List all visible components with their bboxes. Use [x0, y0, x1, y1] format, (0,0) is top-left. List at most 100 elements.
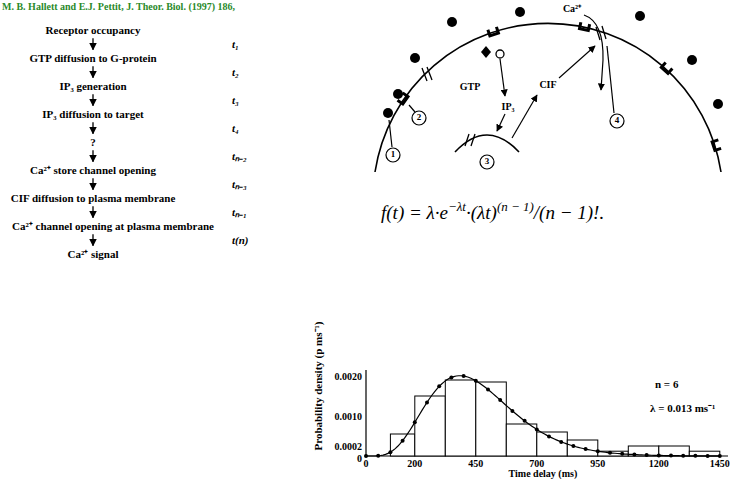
curve-point [498, 398, 502, 402]
delay-symbol: t₃ [232, 94, 239, 106]
curve-point [596, 449, 600, 453]
histogram-bar [445, 380, 476, 456]
curve-point [425, 400, 429, 404]
curve-point [620, 452, 624, 456]
arrow [512, 95, 537, 138]
curve-point [608, 451, 612, 455]
equation-part: −λt [448, 199, 466, 214]
curve-point [657, 453, 661, 457]
curve-point [669, 454, 673, 458]
receptor [710, 138, 721, 152]
ligand [515, 7, 525, 17]
ligand [687, 55, 697, 65]
ligand [410, 53, 420, 63]
delay-symbol: t₁ [232, 38, 239, 50]
histogram-bar [390, 434, 414, 456]
delay-symbol: tₙ₋₃ [232, 178, 247, 190]
callout-number: 2 [417, 113, 422, 123]
step-text: CIF diffusion to plasma membrane [9, 191, 178, 206]
tick-label: 0 [357, 453, 362, 464]
step-label: Ca²⁺ channel opening at plasma membrane [12, 220, 214, 233]
molecule-label: CIF [539, 79, 556, 90]
curve-point [449, 375, 453, 379]
gtp-diamond [481, 46, 491, 58]
curve-point [510, 409, 514, 413]
curve-point [706, 454, 710, 458]
delay-symbol: t(n) [232, 234, 249, 246]
tick-label: 950 [590, 458, 605, 469]
flow-arrow [92, 206, 93, 217]
axis-title: Time delay (ms) [509, 468, 578, 479]
chart-axes [366, 370, 728, 456]
tick-label: 0.0002 [335, 441, 363, 452]
step-label: IP₃ generation [59, 80, 126, 93]
equation-part: ·(λt) [466, 202, 497, 223]
tick-label: 700 [529, 458, 544, 469]
curve-point [437, 384, 441, 388]
callout-number: 1 [391, 150, 396, 160]
callout-number: 3 [485, 157, 490, 167]
receptor [486, 26, 500, 37]
axis-title: Probability density (p ms⁻¹) [312, 321, 324, 450]
curve-point [364, 454, 368, 458]
histogram [364, 370, 728, 458]
plasma-membrane [375, 23, 721, 172]
ligand [635, 11, 645, 21]
delay-symbol: t₂ [232, 66, 239, 78]
curve-point [474, 379, 478, 383]
step-label: Receptor occupancy [46, 24, 141, 37]
curve-point [388, 450, 392, 454]
curve-point [486, 387, 490, 391]
molecule-label: GTP [460, 81, 481, 92]
calcium-store [455, 135, 519, 152]
tick-label: 0.0010 [335, 411, 363, 422]
histogram-bar [506, 424, 537, 456]
step-text: Ca²⁺ store channel opening [28, 163, 158, 178]
ligand [383, 108, 393, 118]
step-text: IP₃ diffusion to target [40, 107, 145, 122]
step-text: IP₃ generation [57, 79, 128, 94]
callout-number: 4 [615, 116, 620, 126]
tick-label: 0 [364, 458, 369, 469]
step-label: Ca²⁺ store channel opening [30, 164, 156, 177]
leader-line [607, 46, 614, 113]
curve-point [376, 454, 380, 458]
histogram-bar [476, 382, 507, 456]
delay-symbol: t₄ [232, 122, 239, 134]
equation-part: f(t) = λ·e [381, 202, 448, 223]
histogram-bar [537, 432, 568, 456]
flow-arrow [92, 234, 93, 245]
fit-curve [366, 376, 720, 456]
curve-point [718, 454, 722, 458]
channel-mark [422, 67, 432, 81]
ligand [713, 99, 723, 109]
curve-point [645, 453, 649, 457]
delay-symbol: tₙ₋₂ [232, 150, 247, 162]
flow-arrow [92, 122, 93, 133]
curve-point [535, 427, 539, 431]
step-label: ? [90, 136, 96, 149]
curve-point [547, 434, 551, 438]
tick-label: 0.0020 [335, 371, 363, 382]
flow-arrow [92, 66, 93, 77]
step-text: Receptor occupancy [44, 23, 143, 38]
tick-label: 1450 [710, 458, 730, 469]
receptor [659, 62, 673, 76]
receptor [578, 22, 591, 32]
step-label: GTP diffusion to G-protein [29, 52, 156, 65]
equation: f(t) = λ·e−λt·(λt)(n − 1)/(n − 1)!. [381, 199, 604, 225]
callout-circle [412, 111, 426, 125]
step-label: Ca²⁺ signal [67, 248, 118, 261]
flow-arrow [92, 38, 93, 49]
curve-point [523, 419, 527, 423]
molecule-label: IP₃ [502, 101, 515, 112]
tick-label: 200 [407, 458, 422, 469]
ion-label: Ca²⁺ [563, 3, 581, 14]
curve-point [413, 420, 417, 424]
ligand [393, 89, 403, 99]
flow-arrow [92, 150, 93, 161]
citation: M. B. Hallett and E.J. Pettit, J. Theor.… [2, 1, 235, 12]
